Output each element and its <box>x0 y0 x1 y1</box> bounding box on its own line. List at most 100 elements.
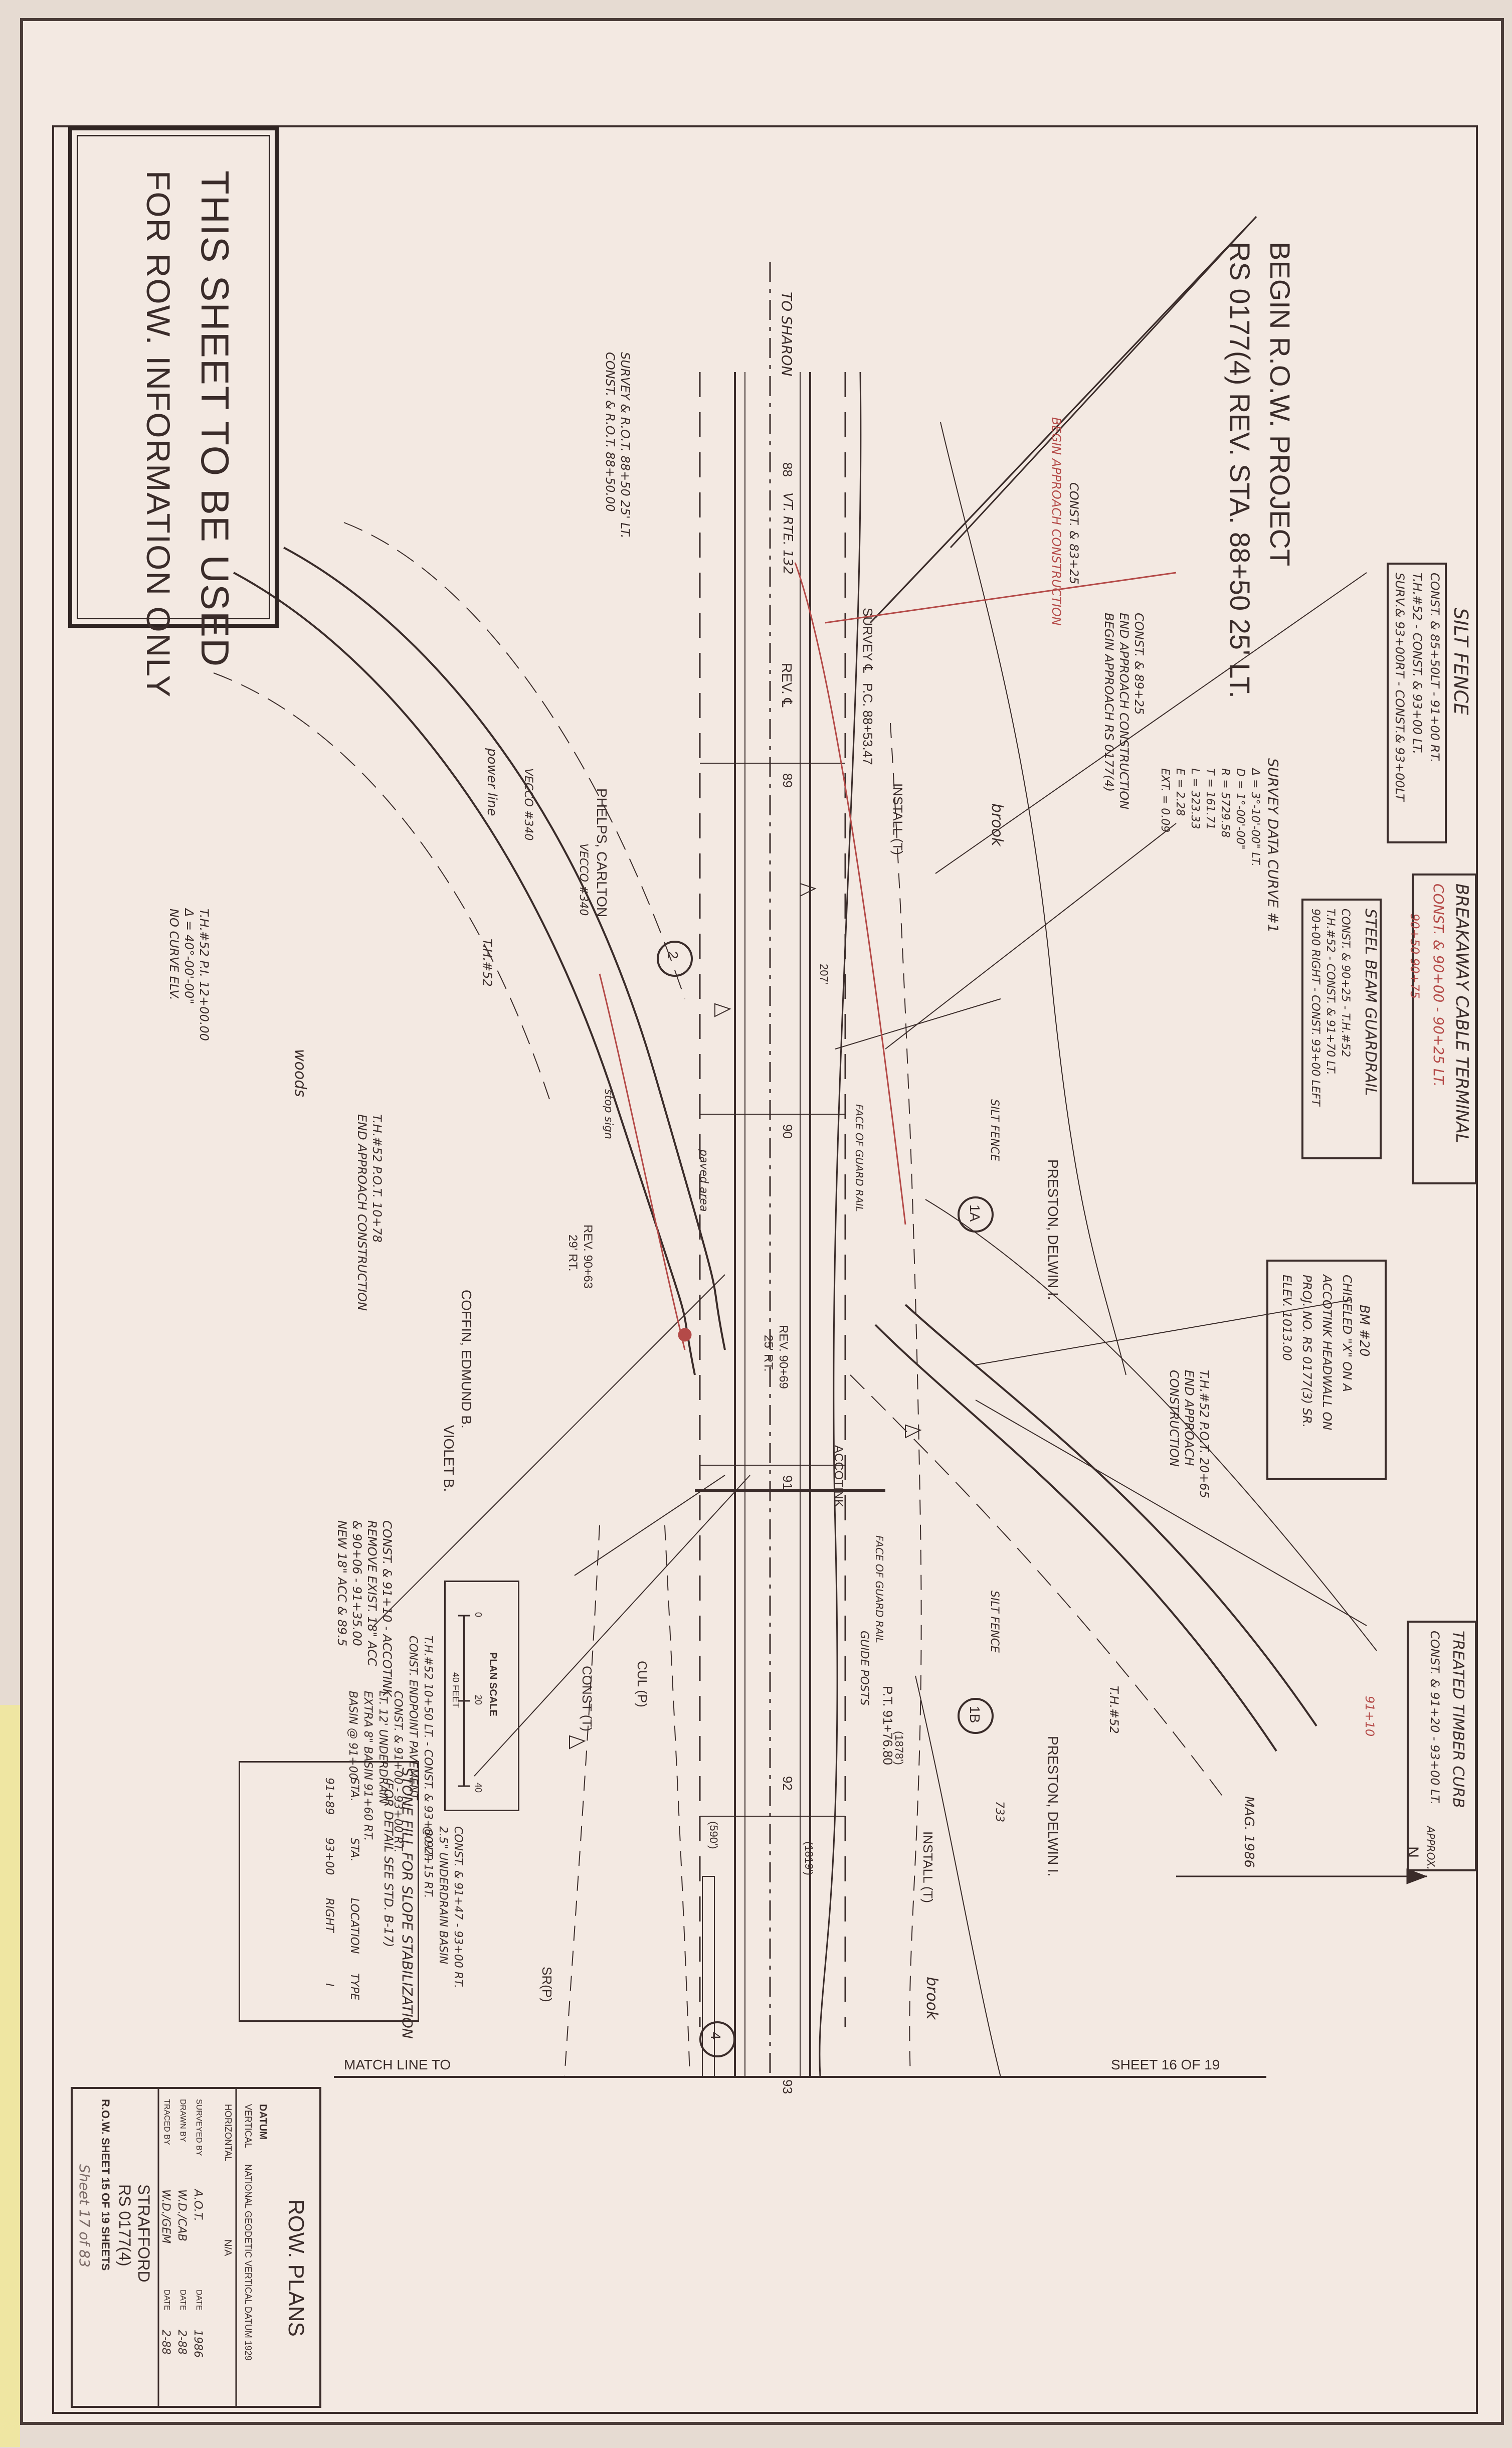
const-83-2: BEGIN APPROACH CONSTRUCTION <box>1049 417 1063 626</box>
label-to-sharon: TO SHARON <box>779 292 795 377</box>
stone-fill-r1c3: RIGHT <box>323 1898 335 1933</box>
title-surveyed-value: A.O.T. <box>192 2189 204 2221</box>
title-block: ROW. PLANS DATUM VERTICAL NATIONAL GEODE… <box>71 2087 321 2408</box>
stone-fill-r1c1: 91+89 <box>323 1778 335 1815</box>
th52-right-road <box>874 1324 1277 1752</box>
title-date1-label: DATE <box>195 2290 203 2311</box>
label-st-89: 89 <box>780 773 795 788</box>
title-horizontal-value: N/A <box>222 2239 233 2256</box>
th52-left-road <box>233 572 696 1375</box>
label-rev-90-69: REV. 90+69 <box>777 1325 790 1389</box>
parcel-1b-circle <box>958 1698 994 1734</box>
title-date2-label: DATE <box>178 2290 187 2311</box>
yellow-edge-strip <box>0 1705 20 2447</box>
th52-end-2: END APPROACH CONSTRUCTION <box>355 1114 369 1311</box>
scale-twenty: 20 <box>473 1695 483 1705</box>
notice-box: THIS SHEET TO BE USED FOR ROW. INFORMATI… <box>68 126 279 698</box>
title-vertical-value: NATIONAL GEODETIC VERTICAL DATUM 1929 <box>243 2164 253 2361</box>
plan-scale: PLAN SCALE 0 20 40 40 FEET <box>444 1581 519 1811</box>
label-sr-p: SR(P) <box>539 1967 554 2002</box>
label-parcel-1b: 1B <box>967 1706 983 1723</box>
parcel-4-circle <box>699 2021 735 2057</box>
scale-unit: 40 FEET <box>451 1672 461 1708</box>
th52-pi-3: NO CURVE ELV. <box>167 909 181 1000</box>
label-phelps: PHELPS, CARLTON <box>594 788 610 918</box>
curve-data-1: Δ = 3°-10'-00" LT. <box>1249 768 1261 867</box>
match-line-right-label: SHEET 16 OF 19 <box>1111 2057 1220 2072</box>
bm-line-4: PROJ. NO. RS 0177(3) SR. <box>1300 1275 1314 1428</box>
label-preston-1: PRESTON, DELWIN I. <box>1045 1159 1061 1300</box>
title-drawn-label: DRAWN BY <box>178 2099 187 2142</box>
label-brook-2: brook <box>923 1977 940 2020</box>
breakaway-title: BREAKAWAY CABLE TERMINAL <box>1452 884 1472 1143</box>
th52-pi-2: Δ = 40°-00'-00" <box>182 909 196 1004</box>
silt-fence-title: SILT FENCE <box>1450 608 1472 716</box>
label-violet: VIOLET B. <box>441 1425 457 1492</box>
label-accotink: ACCOTINK <box>832 1445 845 1508</box>
begin-project-line-1: BEGIN R.O.W. PROJECT <box>1264 242 1296 567</box>
th52-pi-1: T.H.#52 P.I. 12+00.00 <box>197 909 211 1041</box>
scale-forty: 40 <box>473 1783 483 1793</box>
label-stop-sign: stop sign <box>602 1089 615 1139</box>
const-89-2: END APPROACH CONSTRUCTION <box>1117 613 1131 810</box>
stone-fill-r1c2: 93+00 <box>323 1838 335 1875</box>
curve-data-7: EXT. = 0.09 <box>1159 768 1171 833</box>
stone-fill-h3: LOCATION <box>348 1898 360 1954</box>
stone-fill-r1c4: I <box>323 1983 335 1987</box>
title-date2-value: 2-88 <box>175 2330 188 2355</box>
survey-centerline <box>819 372 862 2077</box>
const-91-2: REMOVE EXIST. 18" ACC <box>365 1520 379 1666</box>
notice-line-1: THIS SHEET TO BE USED <box>193 170 237 668</box>
label-dist-590: (590') <box>707 1821 720 1849</box>
bm-line-5: ELEV. 1013.00 <box>1280 1275 1294 1361</box>
title-traced-label: TRACED BY <box>162 2099 171 2145</box>
const-91-4: NEW 18" ACC & 89.5 <box>335 1520 349 1647</box>
parcel-1a-circle <box>958 1196 994 1233</box>
label-dist-1819: (1819') <box>803 1841 815 1875</box>
label-rt-25: 25' RT. <box>762 1335 775 1372</box>
steel-beam-line-2: T.H.#52 - CONST. & 91+70 LT. <box>1324 909 1337 1075</box>
label-woods: woods <box>291 1049 309 1097</box>
label-silt-fence: SILT FENCE <box>988 1099 1001 1161</box>
curve-data-5: L = 323.33 <box>1189 768 1201 829</box>
silt-fence-line-2: T.H.#52 - CONST. & 93+00 LT. <box>1410 573 1424 754</box>
title-date3-value: 2-88 <box>159 2330 172 2355</box>
label-vecco: VECCO #340 <box>522 768 534 841</box>
label-parcel-4: 4 <box>708 2032 723 2040</box>
curve-data-4: T = 161.71 <box>1204 768 1216 830</box>
steel-beam-title: STEEL BEAM GUARDRAIL <box>1362 909 1379 1096</box>
title-town: STRAFFORD <box>135 2184 153 2283</box>
const-91-3: & 90+06 - 91+35.00 <box>350 1520 364 1646</box>
label-fraction: 733 <box>993 1801 1006 1822</box>
label-silt-fence-2: SILT FENCE <box>988 1591 1001 1653</box>
bm-line-1: BM #20 <box>1357 1305 1372 1357</box>
curve-data-3: R = 5729.58 <box>1219 768 1231 838</box>
label-guard-rail: FACE OF GUARD RAIL <box>853 1104 865 1212</box>
bm-line-3: ACCOTINK HEADWALL ON <box>1320 1275 1334 1431</box>
label-preston-2: PRESTON, DELWIN I. <box>1045 1736 1061 1877</box>
label-guide-posts: GUIDE POSTS <box>858 1631 870 1706</box>
label-parcel-1a: 1A <box>967 1204 983 1222</box>
stone-fill-h2: STA. <box>348 1838 360 1862</box>
inner-border <box>52 125 1478 2414</box>
label-const-t: CONST (T) <box>580 1666 595 1731</box>
title-drawn-value: W.D./CAB <box>175 2189 188 2241</box>
stone-fill-h1: STA. <box>348 1778 360 1802</box>
label-rev-cl: REV. ℄ <box>779 663 795 708</box>
th52-end-1: T.H.#52 P.O.T. 10+78 <box>370 1114 384 1243</box>
const-91-47-1: CONST. & 91+47 - 93+00 RT. <box>452 1826 464 1988</box>
begin-project-line-2: RS 0177(4) REV. STA. 88+50 25' LT. <box>1224 242 1256 698</box>
timber-curb-line-1: CONST. & 91+20 - 93+00 LT. <box>1428 1631 1442 1805</box>
label-vecco-2: VECCO #340 <box>577 843 590 916</box>
title-heading: ROW. PLANS <box>284 2199 308 2337</box>
timber-curb-box <box>1407 1621 1477 1871</box>
th52-right-1: T.H.#52 P.O.T. 20+65 <box>1197 1370 1211 1498</box>
stone-fill-title: STONE FILL FOR SLOPE STABILIZATION <box>399 1768 416 2039</box>
const-91-47-2: 2.5" UNDERDRAIN BASIN <box>437 1826 449 1965</box>
label-th52-b: T.H.#52 <box>1107 1686 1121 1734</box>
label-rev-90-63: REV. 90+63 <box>581 1225 595 1289</box>
label-st-88: 88 <box>780 462 795 477</box>
label-approx: APPROX. <box>1425 1826 1437 1870</box>
label-rt-29: 29' RT. <box>566 1235 580 1272</box>
brook-line <box>940 422 1126 1375</box>
